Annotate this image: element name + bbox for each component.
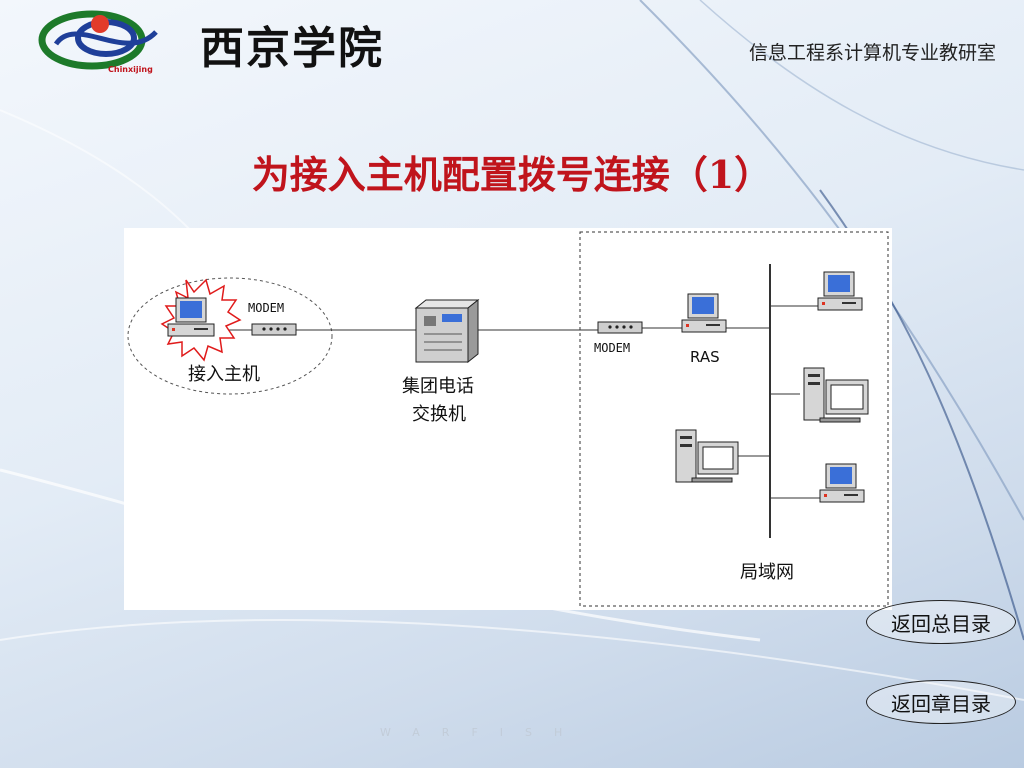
school-name: 西京学院 (200, 23, 384, 74)
lan-tower-1-icon (803, 367, 869, 423)
logo-text: Chinxijing (108, 65, 153, 74)
switch-label-line1: 集团电话 (402, 376, 474, 397)
ras-server-icon (681, 293, 727, 333)
modem-right-icon (597, 321, 643, 334)
diagram-canvas (124, 228, 892, 610)
lan-boundary (579, 231, 889, 607)
watermark-text: WARFISH (380, 726, 585, 739)
lan-desktop-2-icon (819, 463, 865, 503)
modem-left-icon (251, 323, 297, 336)
access-host-computer-icon (167, 297, 215, 337)
slide-title: 为接入主机配置拨号连接（1） (251, 152, 773, 197)
lan-desktop-1-icon (817, 271, 863, 311)
department-label: 信息工程系计算机专业教研室 (748, 42, 996, 64)
network-diagram: MODEM 接入主机 集团电话 交换机 MODEM RAS (124, 228, 892, 610)
lan-label: 局域网 (740, 562, 794, 583)
ras-label: RAS (690, 348, 720, 366)
lan-tower-2-icon (675, 429, 739, 483)
modem-right-label: MODEM (594, 341, 630, 355)
back-to-main-toc-button[interactable]: 返回总目录 (866, 600, 1016, 644)
modem-left-label: MODEM (248, 301, 284, 315)
pbx-switch-icon (414, 298, 480, 364)
back-to-chapter-toc-button[interactable]: 返回章目录 (866, 680, 1016, 724)
access-host-group (127, 277, 333, 395)
school-logo: Chinxijing (38, 10, 158, 74)
access-host-label: 接入主机 (188, 364, 260, 385)
switch-label-line2: 交换机 (412, 404, 466, 425)
